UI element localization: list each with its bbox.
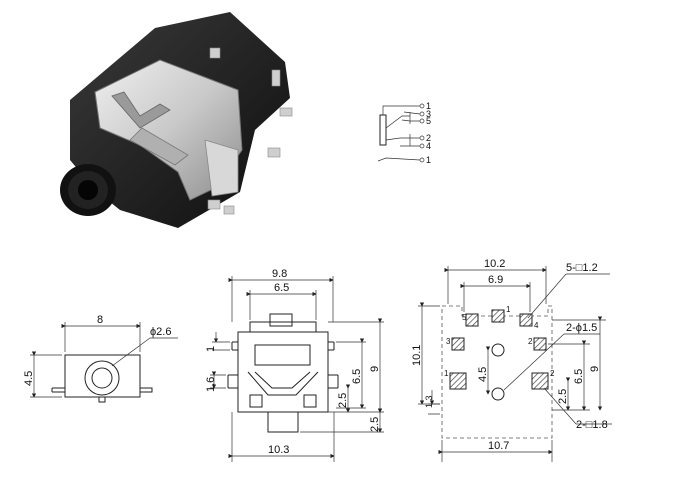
top-dim-1: 1	[205, 346, 217, 352]
pad-label-1-big: 1	[444, 369, 449, 378]
fp-dim-9: 9	[589, 366, 601, 372]
top-dim-2-5-a: 2.5	[337, 393, 349, 408]
pin-schematic: 1 3 5 2 4 1	[377, 101, 431, 165]
pad-2-top	[533, 337, 547, 351]
top-dim-9-8: 9.8	[272, 268, 287, 280]
schematic-pin-1: 1	[426, 101, 431, 111]
pad-label-4: 4	[534, 321, 539, 330]
top-dim-6-5-right: 6.5	[351, 369, 363, 384]
front-height-dim: 4.5	[23, 371, 35, 386]
fp-dim-10-1: 10.1	[411, 345, 423, 366]
product-photo	[60, 12, 293, 228]
schematic-pin-3: 3	[426, 109, 431, 119]
mount-hole-top	[491, 343, 505, 357]
pad-5	[465, 313, 479, 327]
fp-dim-6-5: 6.5	[573, 369, 585, 384]
front-view: 8 4.5 ϕ2.6	[23, 314, 178, 403]
pad-label-3: 3	[446, 337, 451, 346]
schematic-pin-4: 4	[426, 141, 431, 151]
schematic-pin-5: 5	[426, 116, 431, 126]
mount-hole-bottom	[491, 387, 505, 401]
fp-dim-4-5: 4.5	[477, 367, 489, 382]
top-view: 9.8 6.5 1 1.6 6.5 9 2.5 2.5 10.3	[205, 268, 384, 462]
schematic-pin-1b: 1	[426, 155, 431, 165]
pad-label-1-top: 1	[506, 305, 511, 314]
pad-1-big	[449, 372, 467, 390]
fp-dim-2-5: 2.5	[557, 389, 569, 404]
pad-label-5: 5	[462, 313, 467, 322]
top-dim-10-3: 10.3	[268, 444, 289, 456]
top-dim-9: 9	[369, 366, 381, 372]
fp-dim-6-9: 6.9	[488, 274, 503, 286]
pad-label-2-top: 2	[528, 337, 533, 346]
fp-dim-10-7: 10.7	[488, 440, 509, 452]
top-dim-1-6: 1.6	[205, 377, 217, 392]
front-hole-dim: ϕ2.6	[150, 326, 171, 338]
pad-1-top	[491, 309, 505, 323]
top-dim-2-5-b: 2.5	[369, 417, 381, 432]
schematic-pin-2: 2	[426, 133, 431, 143]
fp-big-pad-callout: 2-□1.8	[576, 419, 608, 431]
fp-pad-callout: 5-□1.2	[566, 262, 598, 274]
fp-hole-callout: 2-ϕ1.5	[566, 322, 597, 334]
fp-dim-10-2: 10.2	[484, 258, 505, 270]
pcb-footprint: 5 1 4 3 2 1 2 10.2 6.9 5-□1.2 2-ϕ1.5 10.…	[411, 258, 612, 462]
pad-2-big	[531, 372, 549, 390]
front-width-dim: 8	[97, 314, 103, 326]
pad-3	[451, 337, 465, 351]
top-dim-6-5-top: 6.5	[274, 282, 289, 294]
fp-dim-1-3: 1.3	[424, 395, 434, 408]
pad-label-2-big: 2	[550, 369, 555, 378]
